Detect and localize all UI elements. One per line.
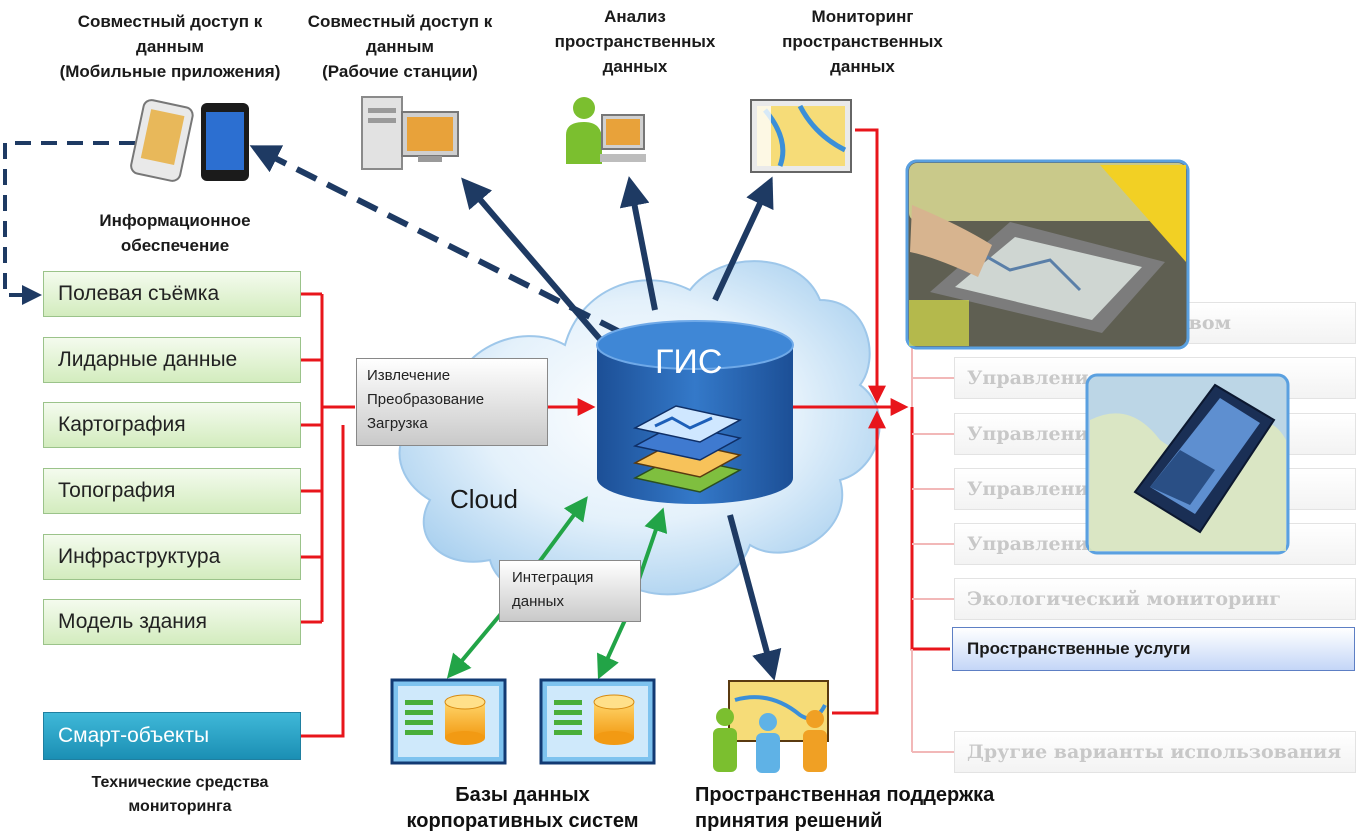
- source-lidar: Лидарные данные: [43, 337, 301, 383]
- right-item-3: Управлени…: [954, 468, 1356, 510]
- right-item-spatial-services: Пространственные услуги: [952, 627, 1355, 671]
- layers-icon: [632, 405, 743, 493]
- workstation-icon: [361, 96, 459, 170]
- source-building-model: Модель здания: [43, 599, 301, 645]
- right-item-0: …ельством: [954, 302, 1356, 344]
- right-item-eco-monitoring: Экологический мониторинг: [954, 578, 1356, 620]
- source-cartography: Картография: [43, 402, 301, 448]
- faded-connectors-right: [911, 300, 954, 753]
- source-infrastructure: Инфраструктура: [43, 534, 301, 580]
- right-item-4: Управлени…: [954, 523, 1356, 565]
- map-monitor-icon: [750, 99, 852, 173]
- source-topography: Топография: [43, 468, 301, 514]
- analyst-icon: [566, 97, 646, 164]
- right-item-2: Управлени…: [954, 413, 1356, 455]
- red-connectors-right: [793, 128, 950, 715]
- smart-objects-box: Смарт-объекты: [43, 712, 301, 760]
- red-connectors-left: [301, 292, 596, 738]
- right-item-1: Управлени…: [954, 357, 1356, 399]
- right-item-other-uses: Другие варианты использования: [954, 731, 1356, 773]
- database-icon: [539, 678, 656, 765]
- gis-database: [596, 320, 794, 504]
- gis-label: ГИС: [655, 343, 723, 381]
- mobile-devices-icon: [130, 99, 249, 182]
- source-field-survey: Полевая съёмка: [43, 271, 301, 317]
- people-map-icon: [713, 680, 829, 773]
- database-icon: [390, 678, 507, 765]
- navy-arrows: [3, 141, 782, 681]
- cloud-label: Cloud: [450, 484, 518, 514]
